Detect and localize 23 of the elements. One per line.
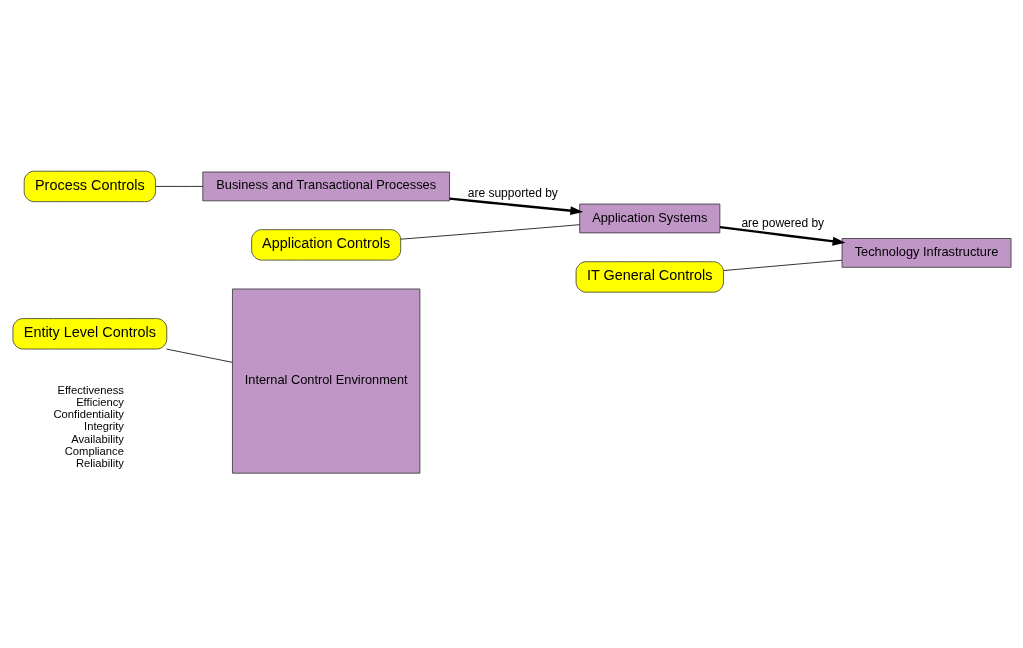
node-box: Entity Level Controls xyxy=(12,318,167,350)
node-box: Technology Infrastructure xyxy=(841,238,1011,268)
node-box: IT General Controls xyxy=(575,261,724,293)
connector xyxy=(722,259,842,271)
node-box: Business and Transactional Processes xyxy=(201,171,450,202)
label: Effectiveness xyxy=(56,384,124,397)
connector xyxy=(165,348,233,363)
label: Reliability xyxy=(75,456,124,469)
edge-label: are supported by xyxy=(467,185,558,200)
node-box: Application Controls xyxy=(250,229,401,261)
label: Integrity xyxy=(83,420,124,433)
label: Confidentiality xyxy=(53,408,124,421)
node-box: Application Systems xyxy=(578,203,720,234)
connector xyxy=(399,224,580,240)
node-box: Process Controls xyxy=(23,170,156,203)
connector xyxy=(154,186,203,187)
arrow xyxy=(449,197,583,216)
edge-label: are powered by xyxy=(740,216,824,231)
label: Efficiency xyxy=(75,396,124,409)
node-box: Internal Control Environment xyxy=(231,288,420,474)
label: Availability xyxy=(70,432,124,445)
label: Compliance xyxy=(64,444,124,457)
arrow xyxy=(719,225,845,246)
